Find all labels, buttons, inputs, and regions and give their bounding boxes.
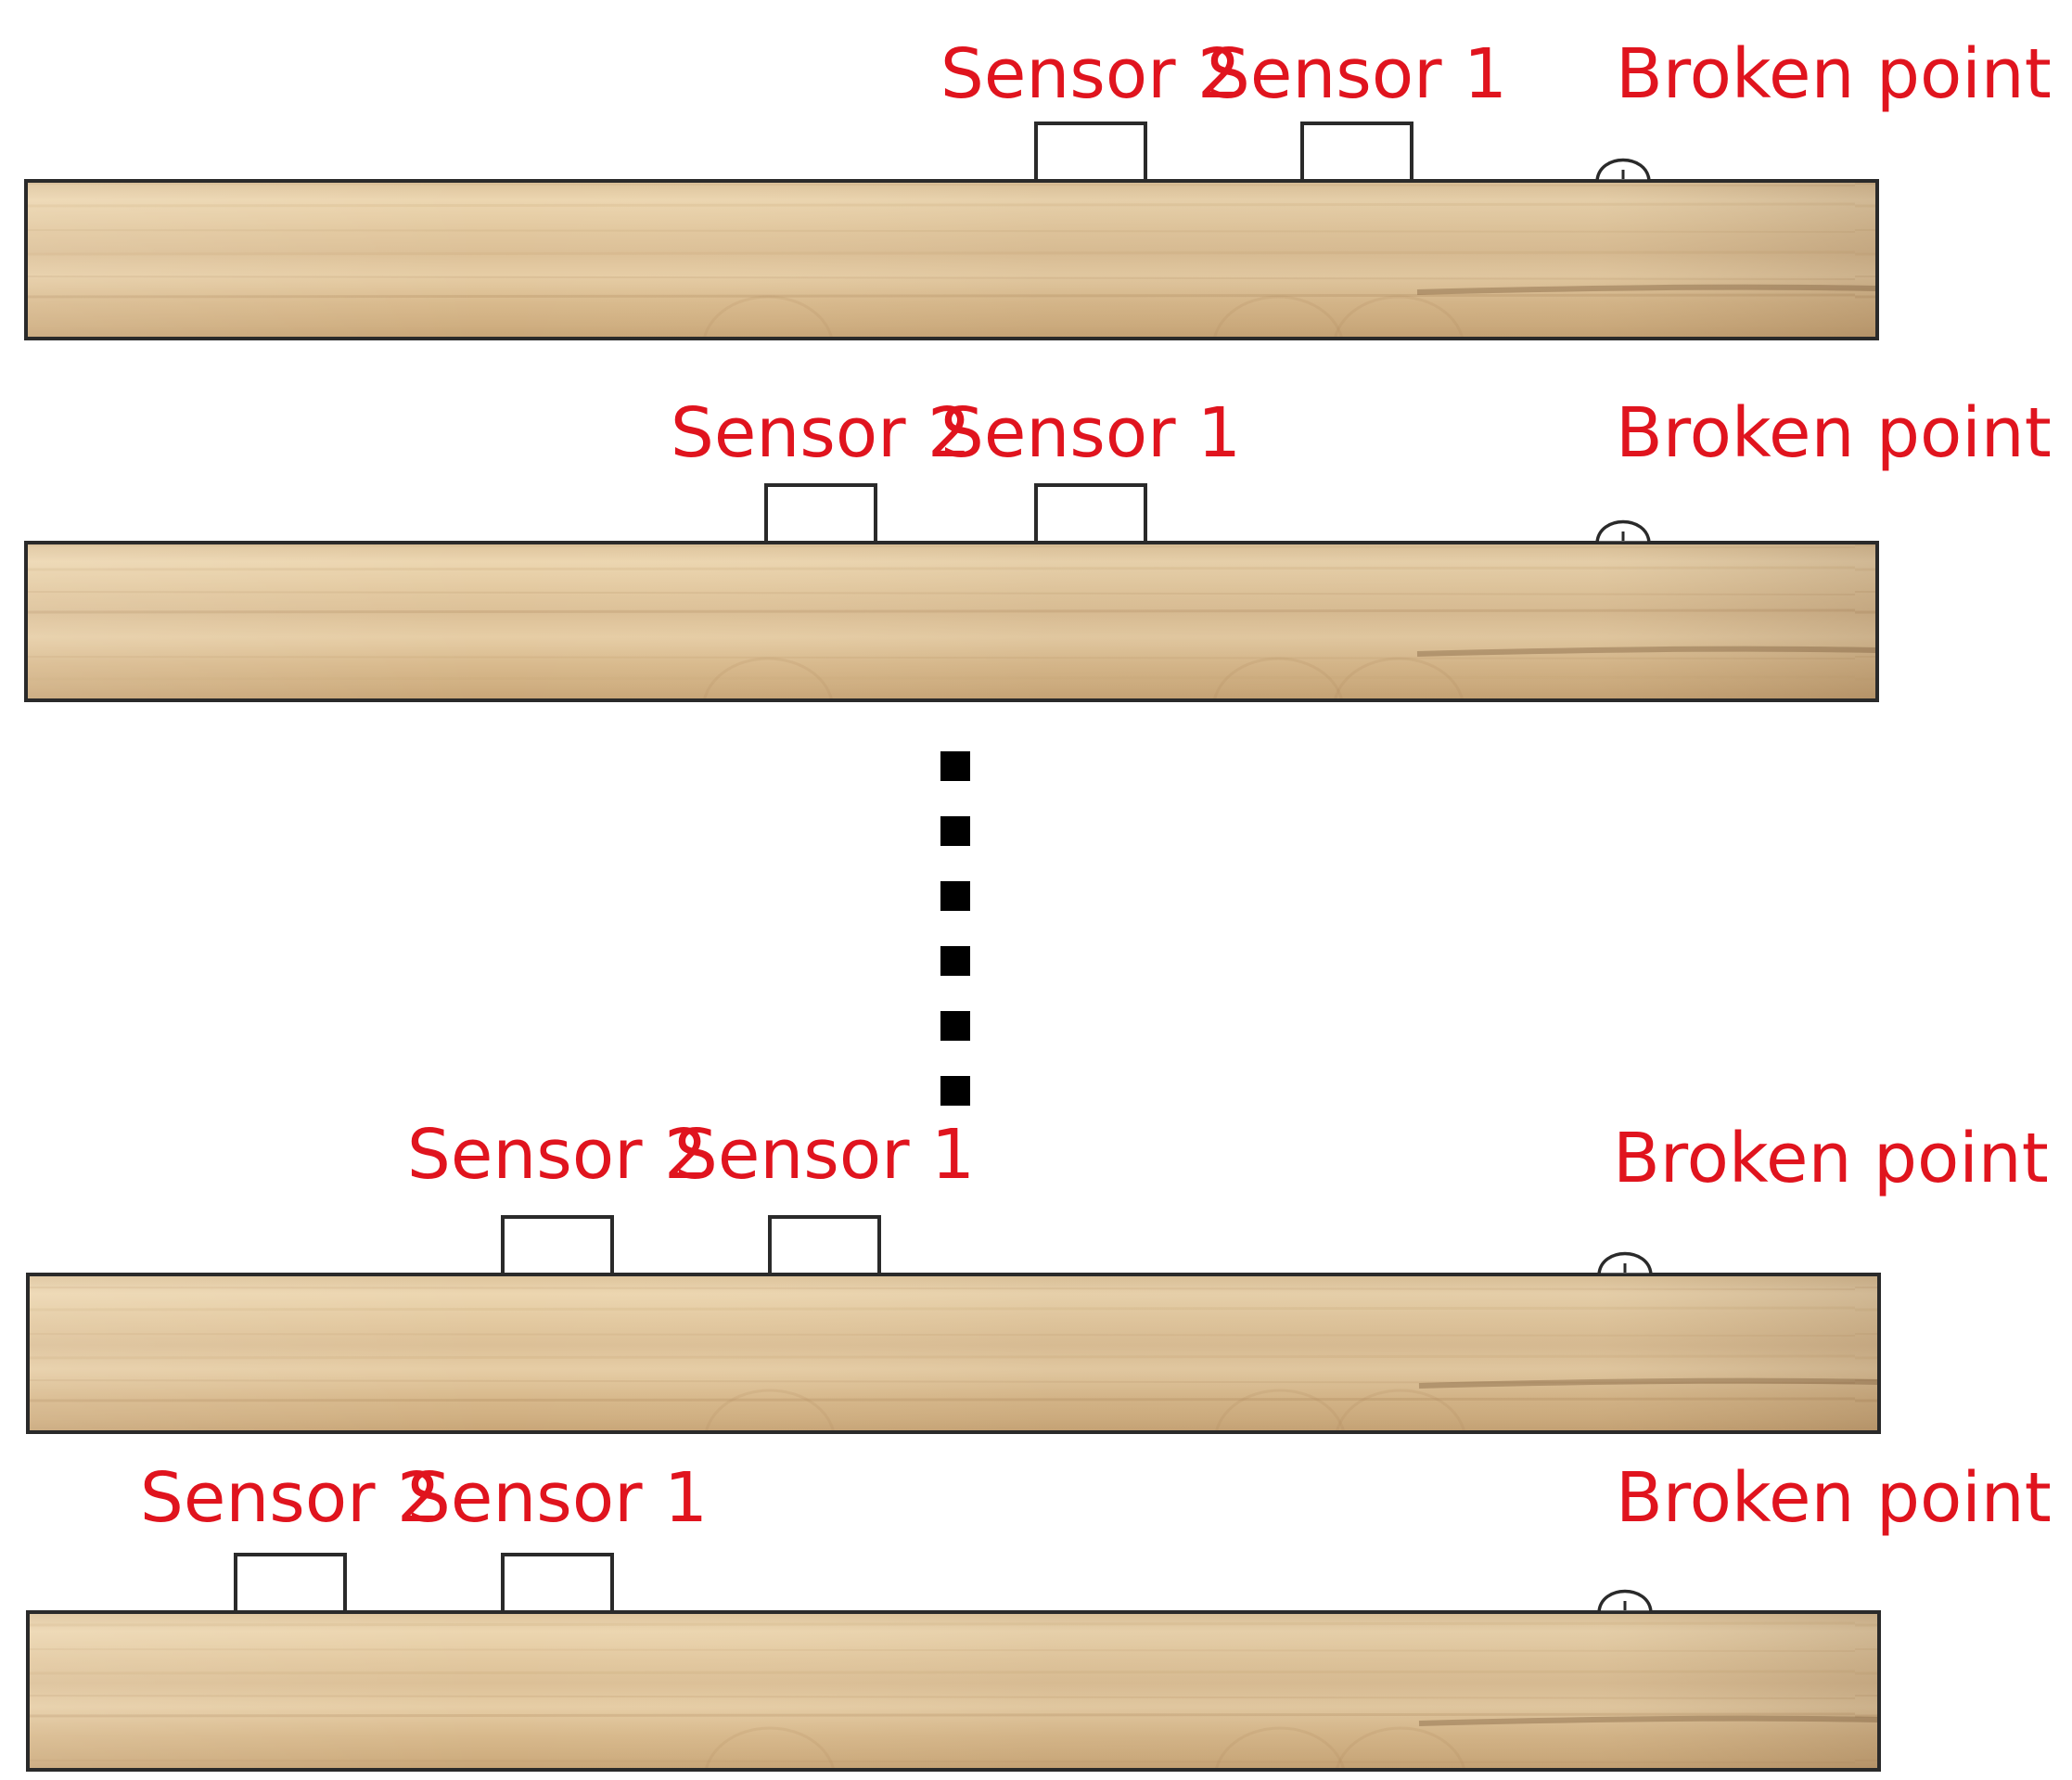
sensor-2-box [501, 1215, 614, 1276]
sensor-2-box [234, 1553, 347, 1614]
broken-point-label: Broken point [1616, 34, 2052, 114]
sensor-1-box [1034, 483, 1147, 544]
ellipsis-dot [940, 816, 970, 846]
broken-point-label: Broken point [1613, 1119, 2049, 1198]
beam-outline [26, 1273, 1881, 1434]
sensor-1-box [1300, 122, 1413, 183]
wood-shading [26, 543, 1877, 700]
sensor-1-label: Sensor 1 [940, 393, 1241, 473]
sensor-1-label: Sensor 1 [407, 1458, 708, 1538]
sensor-2-label: Sensor 2 [671, 393, 971, 473]
broken-point-label: Broken point [1616, 1458, 2052, 1538]
beam-outline [26, 1610, 1881, 1772]
ellipsis-dot [940, 751, 970, 781]
ellipsis-dot [940, 881, 970, 911]
ellipsis-dot [940, 1011, 970, 1041]
sensor-1-box [501, 1553, 614, 1614]
sensor-1-box [768, 1215, 881, 1276]
sensor-2-box [764, 483, 877, 544]
ellipsis-dots [940, 751, 970, 1106]
wood-shading [28, 1274, 1879, 1432]
sensor-1-label: Sensor 1 [674, 1115, 975, 1195]
sensor-1-label: Sensor 1 [1207, 34, 1507, 114]
sensor-2-label: Sensor 2 [407, 1115, 708, 1195]
sensor-2-box [1034, 122, 1147, 183]
beam-outline [24, 541, 1879, 702]
beam-outline [24, 179, 1879, 340]
broken-point-label: Broken point [1616, 393, 2052, 473]
sensor-2-label: Sensor 2 [140, 1458, 441, 1538]
sensor-2-label: Sensor 2 [940, 34, 1241, 114]
ellipsis-dot [940, 1076, 970, 1106]
ellipsis-dot [940, 946, 970, 976]
wood-shading [26, 181, 1877, 339]
wood-shading [28, 1612, 1879, 1770]
